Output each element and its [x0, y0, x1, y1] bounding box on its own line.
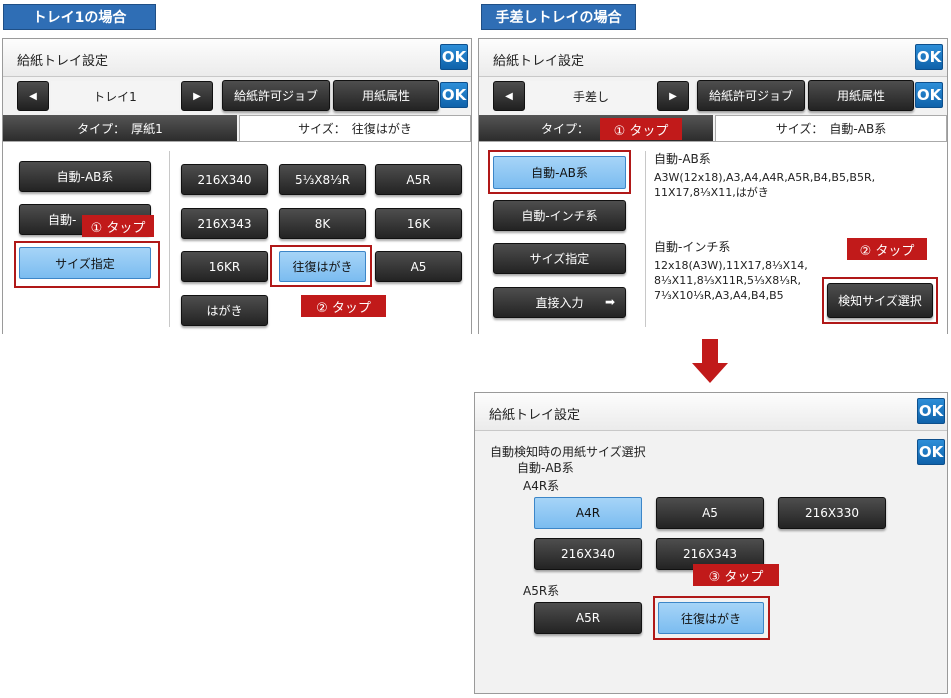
size-16kr-button[interactable]: 16KR: [181, 251, 268, 282]
auto-inch-list-2: 8⅓X11,8⅓X11R,5⅓X8⅓R,: [654, 274, 802, 287]
size-a5r-button[interactable]: A5R: [534, 602, 642, 634]
tray-name: トレイ1: [51, 81, 179, 111]
panel-title: 給紙トレイ設定: [489, 408, 581, 423]
tap-badge-2: ② タップ: [847, 238, 927, 260]
caption-manual-tray: 手差しトレイの場合: [481, 4, 636, 30]
highlight-auto-ab: [488, 150, 631, 194]
highlight-oufuku-hagaki: [270, 245, 372, 287]
tab-type[interactable]: タイプ： 厚紙1: [3, 115, 237, 141]
size-216x340-button[interactable]: 216X340: [534, 538, 642, 570]
panel-manual-tray: 給紙トレイ設定 OK ◀ 手差し ▶ 給紙許可ジョブ 用紙属性 OK タイプ： …: [478, 38, 948, 334]
arrow-right-icon: ➡: [604, 295, 615, 309]
highlight-detect-size: [822, 277, 938, 324]
auto-inch-button[interactable]: 自動-インチ系: [493, 200, 626, 231]
panel-title: 給紙トレイ設定: [17, 54, 109, 69]
group-a5r-label: A5R系: [523, 584, 560, 598]
size-216x330-button[interactable]: 216X330: [778, 497, 886, 529]
highlight-oufuku-hagaki: [653, 596, 770, 640]
ok-button-2[interactable]: OK: [440, 82, 468, 108]
ok-button-2[interactable]: OK: [917, 439, 945, 465]
size-hagaki-button[interactable]: はがき: [181, 295, 268, 326]
tab-size[interactable]: サイズ： 往復はがき: [239, 115, 471, 141]
size-16k-button[interactable]: 16K: [375, 208, 462, 239]
prev-tray-button[interactable]: ◀: [493, 81, 525, 111]
auto-ab-list-2: 11X17,8⅓X11,はがき: [654, 186, 769, 199]
size-a4r-button[interactable]: A4R: [534, 497, 642, 529]
next-tray-button[interactable]: ▶: [657, 81, 689, 111]
auto-ab-button[interactable]: 自動-AB系: [19, 161, 151, 192]
ok-button[interactable]: OK: [440, 44, 468, 70]
size-8k-button[interactable]: 8K: [279, 208, 366, 239]
tap-badge-3: ③ タップ: [693, 564, 779, 586]
size-select-button[interactable]: サイズ指定: [493, 243, 626, 274]
size-a5-button[interactable]: A5: [656, 497, 764, 529]
auto-ab-button[interactable]: 自動-AB系: [493, 156, 626, 189]
tray-name: 手差し: [527, 81, 655, 111]
tap-badge-1: ① タップ: [600, 118, 682, 140]
paper-attribute-button[interactable]: 用紙属性: [808, 80, 914, 111]
ok-button[interactable]: OK: [917, 398, 945, 424]
left-arrow-icon: ◀: [505, 90, 513, 102]
auto-ab-list-1: A3W(12x18),A3,A4,A4R,A5R,B4,B5,B5R,: [654, 171, 876, 184]
right-arrow-icon: ▶: [669, 90, 677, 102]
size-216x343-button[interactable]: 216X343: [181, 208, 268, 239]
auto-ab-title: 自動-AB系: [654, 152, 711, 166]
detect-size-select-button[interactable]: 検知サイズ選択: [827, 283, 933, 318]
auto-inch-list-1: 12x18(A3W),11X17,8⅓X14,: [654, 259, 808, 272]
size-5x8r-button[interactable]: 5⅓X8⅓R: [279, 164, 366, 195]
size-select-button[interactable]: サイズ指定: [19, 247, 151, 279]
right-arrow-icon: ▶: [193, 90, 201, 102]
paper-job-button[interactable]: 給紙許可ジョブ: [222, 80, 330, 111]
size-a5-button[interactable]: A5: [375, 251, 462, 282]
size-oufuku-hagaki-button[interactable]: 往復はがき: [658, 602, 764, 634]
size-a5r-button[interactable]: A5R: [375, 164, 462, 195]
tap-badge-2: ② タップ: [301, 295, 386, 317]
panel-title-bar: 給紙トレイ設定: [475, 393, 947, 431]
detect-subheading: 自動-AB系: [517, 461, 574, 475]
auto-inch-title: 自動-インチ系: [654, 240, 731, 254]
next-tray-button[interactable]: ▶: [181, 81, 213, 111]
paper-attribute-button[interactable]: 用紙属性: [333, 80, 439, 111]
paper-job-button[interactable]: 給紙許可ジョブ: [697, 80, 805, 111]
size-216x340-button[interactable]: 216X340: [181, 164, 268, 195]
ok-button-2[interactable]: OK: [915, 82, 943, 108]
group-a4r-label: A4R系: [523, 479, 560, 493]
down-arrow-icon: [692, 339, 728, 383]
tab-type-label: タイプ：: [541, 121, 590, 136]
prev-tray-button[interactable]: ◀: [17, 81, 49, 111]
auto-inch-list-3: 7⅓X10⅓R,A3,A4,B4,B5: [654, 289, 784, 302]
direct-input-button[interactable]: 直接入力 ➡: [493, 287, 626, 318]
size-oufuku-hagaki-button[interactable]: 往復はがき: [279, 251, 366, 282]
panel-title-bar: 給紙トレイ設定: [479, 39, 947, 77]
detect-heading: 自動検知時の用紙サイズ選択: [490, 445, 646, 459]
divider: [645, 151, 646, 327]
tap-badge-1: ① タップ: [82, 215, 154, 237]
divider: [169, 151, 170, 327]
direct-input-label: 直接入力: [535, 296, 584, 310]
panel-title: 給紙トレイ設定: [493, 54, 585, 69]
left-arrow-icon: ◀: [29, 90, 37, 102]
panel-tray1: 給紙トレイ設定 OK ◀ トレイ1 ▶ 給紙許可ジョブ 用紙属性 OK タイプ：…: [2, 38, 472, 334]
panel-detect-size: 給紙トレイ設定 OK OK 自動検知時の用紙サイズ選択 自動-AB系 A4R系 …: [474, 392, 948, 694]
caption-tray1: トレイ1の場合: [3, 4, 156, 30]
panel-title-bar: 給紙トレイ設定: [3, 39, 471, 77]
highlight-size-select: [14, 241, 160, 288]
tab-size[interactable]: サイズ： 自動-AB系: [715, 115, 947, 141]
ok-button[interactable]: OK: [915, 44, 943, 70]
